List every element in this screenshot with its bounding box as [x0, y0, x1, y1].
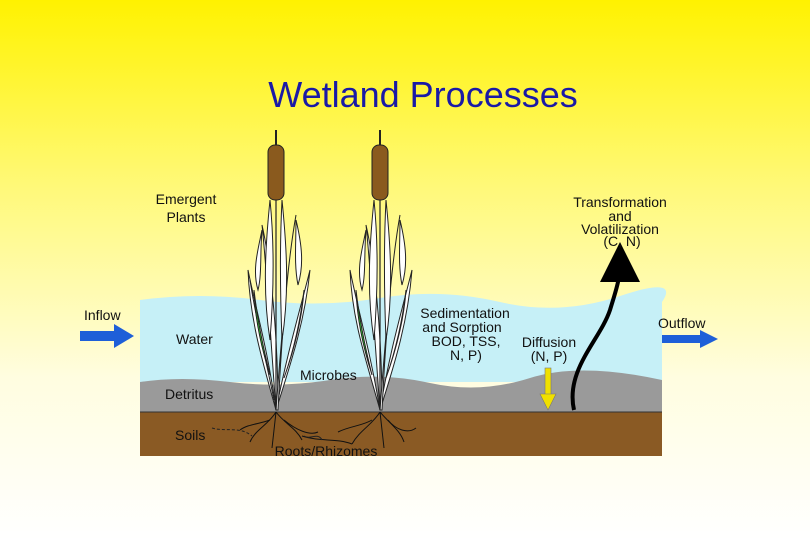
diffusion-arrow	[539, 367, 557, 411]
label-water: Water	[176, 331, 213, 347]
leaf-green-left	[253, 289, 271, 376]
cattail-head-left	[267, 144, 285, 201]
cattail-plant-left	[247, 130, 311, 411]
label-sed-1: Sedimentation	[420, 305, 510, 321]
soil-layer	[140, 412, 662, 456]
inflow-arrow	[80, 324, 134, 348]
water-layer	[140, 287, 667, 382]
label-diff-2: (N, P)	[531, 348, 568, 364]
label-transform-3: Volatilization	[581, 221, 659, 237]
label-roots: Roots/Rhizomes	[275, 443, 378, 459]
label-outflow: Outflow	[658, 315, 706, 331]
label-emergent-2: Plants	[167, 209, 206, 225]
leader-lines	[211, 427, 323, 441]
label-transform-2: and	[608, 208, 631, 224]
leaf-green-right-2	[385, 289, 407, 379]
label-soils: Soils	[175, 427, 205, 443]
cattail-plant-right	[349, 130, 413, 411]
leaf-green-left-2	[355, 289, 373, 376]
label-detritus: Detritus	[165, 386, 213, 402]
label-emergent-1: Emergent	[156, 191, 217, 207]
label-diff-1: Diffusion	[522, 334, 576, 350]
outflow-arrow	[662, 330, 718, 348]
leaf-green-right	[283, 289, 305, 379]
label-transform-1: Transformation	[573, 194, 667, 210]
cattail-head-right	[371, 144, 389, 201]
detritus-layer	[140, 370, 662, 412]
volatilization-arrow	[570, 242, 640, 411]
label-transform-4: (C, N)	[603, 233, 640, 249]
diagram-title: Wetland Processes	[268, 74, 578, 115]
label-inflow: Inflow	[84, 307, 121, 323]
label-sed-4: N, P)	[450, 347, 482, 363]
label-sed-2: and Sorption	[422, 319, 501, 335]
label-sed-3: BOD, TSS,	[432, 333, 501, 349]
label-microbes: Microbes	[300, 367, 357, 383]
